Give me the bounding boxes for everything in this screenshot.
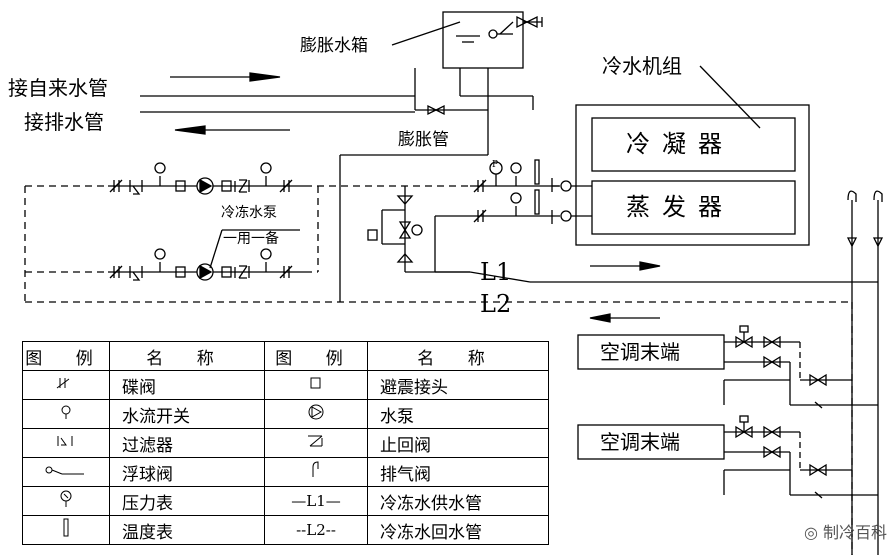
tap-water-label: 接自来水管 [8,76,108,100]
watermark: ◎ 制冷百科 [804,519,887,543]
pump-label: 冷冻水泵 [221,205,277,221]
check-valve-icon [264,428,368,458]
legend-header-icon-r: 图 例 [264,341,368,371]
evaporator-label: 蒸发器 [626,193,734,221]
legend-row: 浮球阀 排气阀 [22,457,549,487]
fcu-2-label: 空调末端 [600,430,680,454]
pump-set-2 [109,248,293,281]
pressure-gauge-icon [22,486,110,516]
legend-name: 止回阀 [367,428,549,458]
legend-header-name-l: 名 称 [109,341,265,371]
fcu-box-1 [577,334,725,370]
return-line-label: L2 [480,290,512,318]
condenser-label: 冷凝器 [626,130,734,158]
condenser-box [591,117,796,172]
butterfly-valve-icon [516,15,529,29]
legend-name: 排气阀 [367,457,549,487]
flow-switch-letter: P [492,160,499,170]
legend-name: 浮球阀 [109,457,265,487]
legend-header-icon-l: 图 例 [22,341,110,371]
legend-row: 压力表 —L1— 冷冻水供水管 [22,486,549,516]
expansion-tank [442,11,524,69]
strainer-icon [22,428,110,458]
float-valve-icon [22,457,110,487]
evaporator-box [591,180,796,235]
legend-row: 过滤器 止回阀 [22,428,549,458]
supply-line-label: L1 [480,258,512,286]
legend-header-name-r: 名 称 [367,341,549,371]
legend-name: 温度表 [109,515,265,545]
drain-pipe-label: 接排水管 [24,110,104,134]
legend-name: 过滤器 [109,428,265,458]
legend-row: 水流开关 水泵 [22,399,549,429]
anti-vibration-joint-icon [264,370,368,400]
water-pump-icon [264,399,368,429]
pump-standby-label: 一用一备 [223,231,279,247]
legend-row: 碟阀 避震接头 [22,370,549,400]
legend-name: 水泵 [367,399,549,429]
watermark-text: 制冷百科 [822,523,887,542]
legend-name: 碟阀 [109,370,265,400]
flow-switch-icon [22,399,110,429]
butterfly-valve-icon [22,370,110,400]
expansion-tank-label: 膨胀水箱 [300,36,368,56]
fcu-box-2 [577,424,725,460]
watermark-logo-icon: ◎ [803,523,823,542]
legend-name: 水流开关 [109,399,265,429]
legend-name: 冷冻水供水管 [367,486,549,516]
air-vent-valve-icon [264,457,368,487]
thermometer-icon [22,515,110,545]
supply-line-icon: —L1— [264,486,368,516]
return-line-icon: --L2-- [264,515,368,545]
legend-header: 图 例 名 称 图 例 名 称 [22,341,549,371]
chiller-unit [575,104,810,246]
legend-row: 温度表 --L2-- 冷冻水回水管 [22,515,549,545]
legend-name: 避震接头 [367,370,549,400]
legend-name: 冷冻水回水管 [367,515,549,545]
pump-set-1 [109,162,293,195]
chiller-unit-label: 冷水机组 [602,54,682,78]
legend-name: 压力表 [109,486,265,516]
legend-table: 图 例 名 称 图 例 名 称 碟阀 避震接头 水流开关 水泵 过滤器 止回阀 … [22,341,549,545]
fcu-1-label: 空调末端 [600,340,680,364]
expansion-pipe-label: 膨胀管 [398,130,449,150]
